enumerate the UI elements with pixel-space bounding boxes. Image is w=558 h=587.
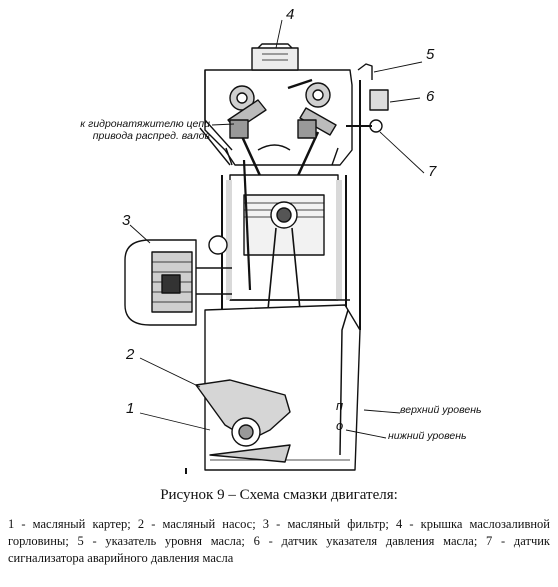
mark-p: п: [336, 398, 344, 413]
figure-legend: 1 - масляный картер; 2 - масляный насос;…: [8, 517, 550, 565]
upper-level-label: верхний уровень: [400, 404, 482, 416]
callout-5: 5: [426, 46, 435, 63]
leader-lines: [129, 19, 425, 439]
engine-lubrication-diagram: [124, 19, 425, 474]
sensors: [339, 63, 389, 456]
callout-2: 2: [126, 346, 135, 363]
callout-3: 3: [122, 212, 131, 229]
mark-o: о: [336, 418, 344, 433]
tensioner-note: к гидронатяжителю цепи привода распред. …: [60, 118, 210, 142]
oil-pump: [195, 379, 291, 463]
callout-6: 6: [426, 88, 435, 105]
figure-caption: Рисунок 9 – Схема смазки двигателя:: [160, 487, 398, 503]
oil-filter: [124, 235, 232, 326]
callout-1: 1: [126, 400, 135, 417]
oil-filler-cap: [251, 43, 299, 71]
cylinder-head: [199, 69, 353, 181]
cylinder-block: [221, 80, 361, 331]
callout-7: 7: [428, 163, 437, 180]
tensioner-note-line1: к гидронатяжителю цепи: [80, 118, 210, 130]
callout-4: 4: [286, 6, 295, 23]
tensioner-note-line2: привода распред. валов: [92, 130, 210, 142]
lower-level-label: нижний уровень: [388, 430, 467, 442]
